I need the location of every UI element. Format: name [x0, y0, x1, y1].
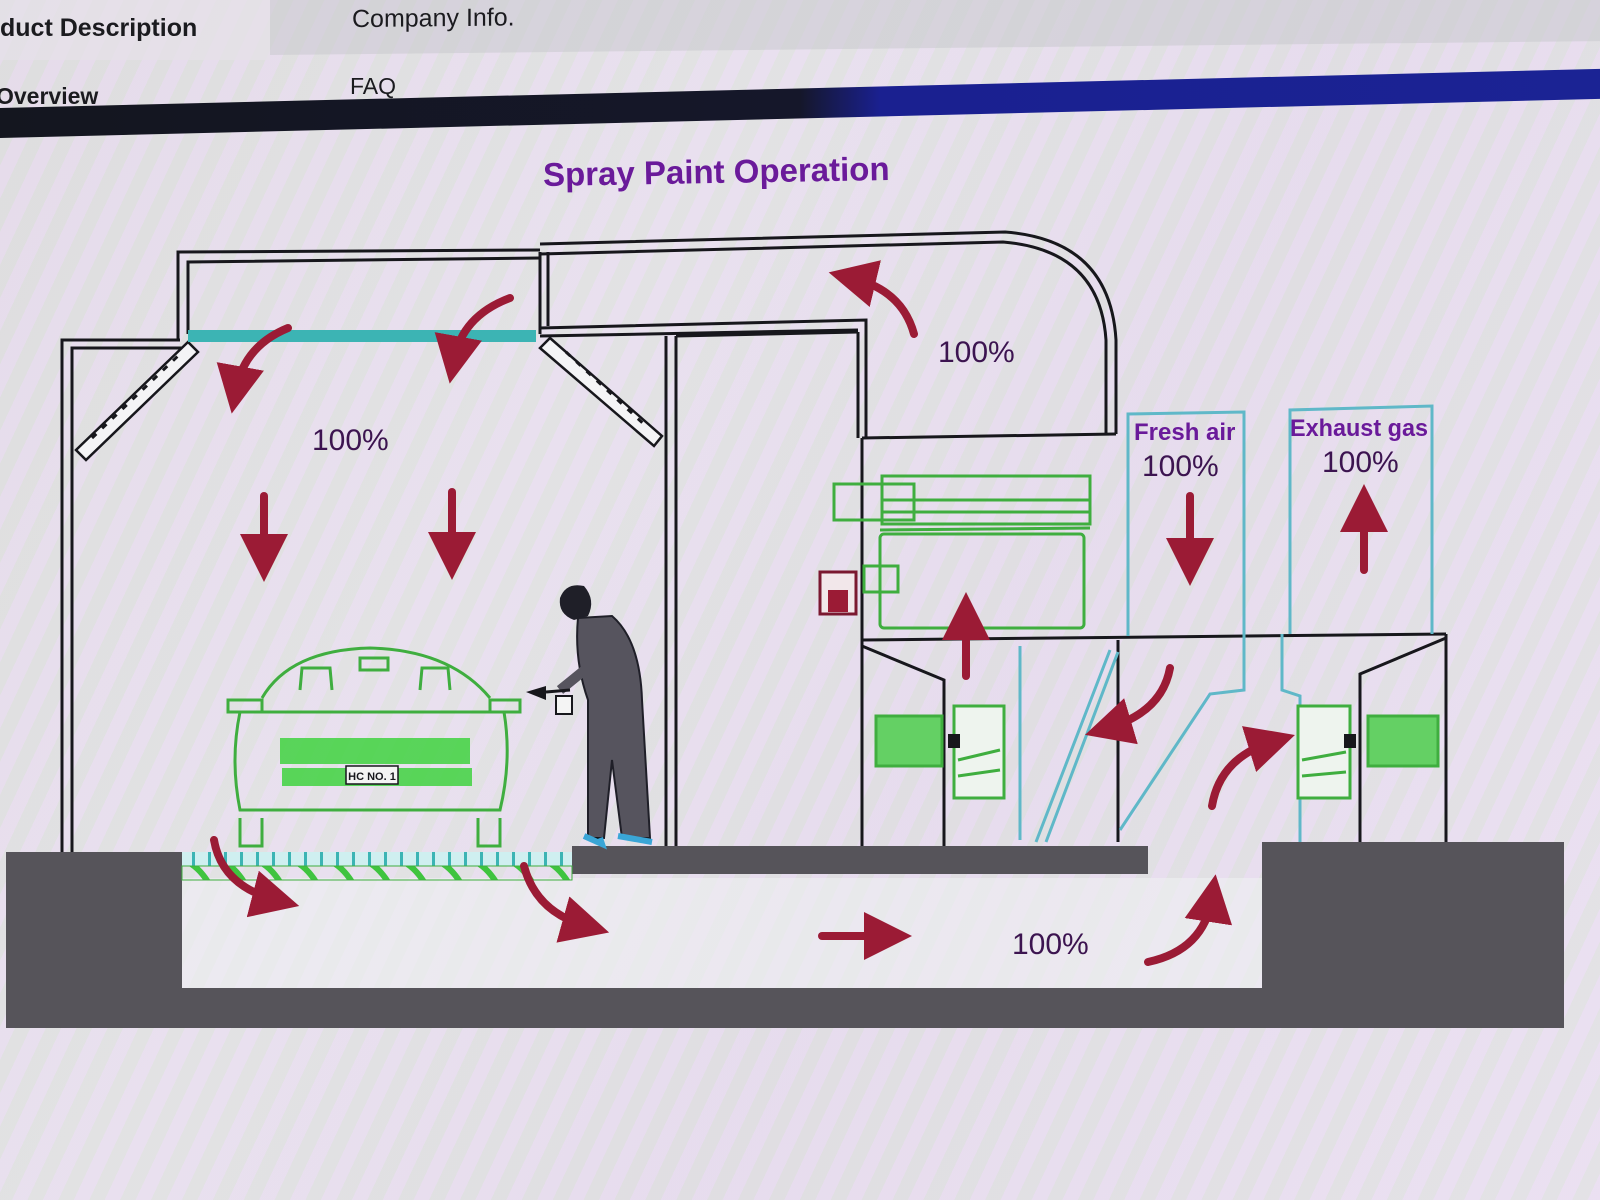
fresh-air-title: Fresh air	[1134, 419, 1235, 446]
tab-product-description[interactable]: duct Description	[0, 0, 270, 60]
exhaust-gas-title: Exhaust gas	[1290, 415, 1428, 442]
fan-motor-icon	[1296, 704, 1440, 800]
product-tabs: duct Description Company Info. Overview …	[0, 0, 1600, 125]
heater-unit-icon	[832, 474, 1092, 630]
fresh-air-percent: 100%	[1142, 450, 1219, 483]
car-grille-icon	[280, 738, 472, 786]
fan-motor-icon	[874, 704, 1006, 800]
light-fixture-right-icon	[538, 336, 664, 448]
tab-overview[interactable]: Overview	[0, 83, 99, 109]
painter-icon	[556, 585, 653, 850]
booth-airflow-label: 100%	[312, 424, 389, 457]
spray-gun-icon	[526, 686, 573, 715]
ceiling-filter-icon	[188, 330, 536, 342]
floor-foundation	[6, 842, 1564, 1028]
airflow-arrow-icon	[216, 324, 292, 414]
light-fixture-left-icon	[74, 340, 200, 462]
burner-icon	[818, 570, 858, 616]
airflow-arrow-icon	[1208, 726, 1295, 810]
airflow-arrow-icon	[1084, 664, 1174, 745]
airflow-arrow-icon	[434, 294, 514, 384]
pit-airflow-label: 100%	[1012, 928, 1089, 961]
airflow-arrow-icon	[520, 862, 610, 943]
airflow-arrow-icon	[210, 836, 300, 918]
license-plate-text: HC NO. 1	[348, 771, 396, 783]
recirculation-airflow-label: 100%	[938, 336, 1015, 369]
exhaust-gas-percent: 100%	[1322, 446, 1399, 479]
tab-faq[interactable]: FAQ	[350, 73, 397, 99]
airflow-arrows	[210, 260, 1388, 966]
booth-frame	[60, 230, 1448, 852]
airflow-arrow-icon	[828, 260, 918, 338]
car-icon	[226, 646, 522, 848]
floor-grate-filter-icon	[181, 852, 573, 881]
tab-product-description-label: duct Description	[0, 14, 198, 42]
airflow-arrow-icon	[1144, 874, 1233, 966]
